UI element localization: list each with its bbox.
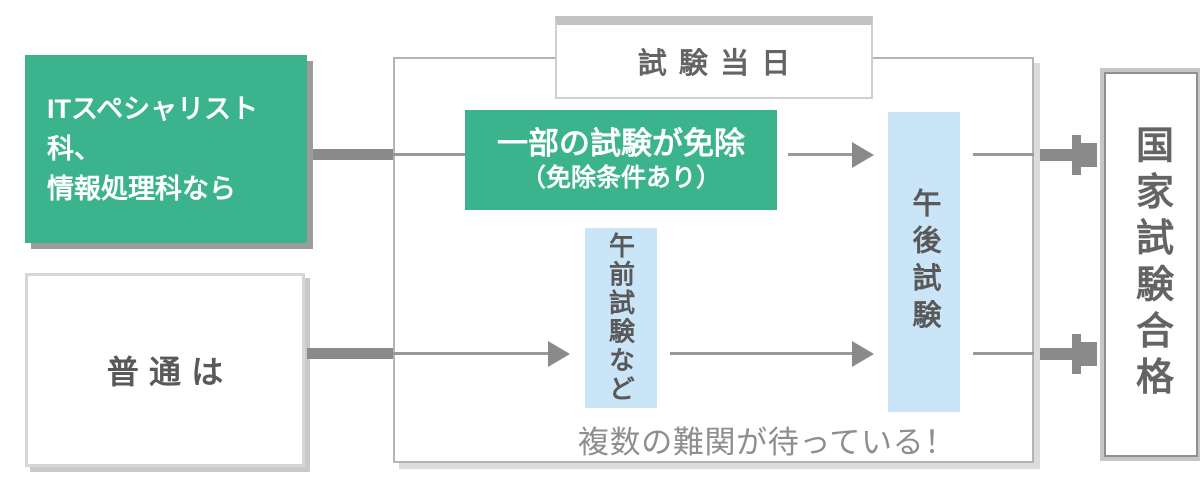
connector-line-top-b (788, 153, 853, 156)
connector-line-top-a (393, 153, 465, 156)
exam-day-title: 試験当日 (637, 48, 803, 80)
exam-day-header: 試験当日 (555, 16, 873, 99)
difficulty-caption: 複数の難関が待っている！ (578, 425, 956, 460)
it-department-line1: ITスペシャリスト科、 (47, 94, 259, 164)
arrowhead-right-icon (548, 341, 570, 367)
connector-thick-top (313, 149, 393, 160)
goal-box: 国家試験合格 (1104, 72, 1198, 457)
it-department-line2: 情報処理科なら (47, 174, 236, 204)
normal-route-box: 普通は (25, 273, 305, 467)
morning-exam-label: 午前試験など (605, 232, 636, 404)
exemption-line1: 一部の試験が免除 (497, 126, 745, 162)
exemption-box: 一部の試験が免除 （免除条件あり） (465, 110, 777, 210)
connector-line-bottom-b (670, 352, 852, 355)
goal-arrow-crossbar (1072, 334, 1081, 374)
connector-line-bottom-a (393, 352, 548, 355)
afternoon-exam-label: 午後試験 (908, 187, 940, 337)
connector-line-bottom-c (973, 352, 1034, 355)
goal-arrow-head (1081, 342, 1097, 366)
goal-arrow-shaft (1040, 348, 1074, 360)
goal-arrow-bottom-icon (1040, 334, 1098, 374)
goal-arrow-shaft (1040, 149, 1074, 161)
arrowhead-right-icon (852, 341, 874, 367)
connector-line-top-c (973, 153, 1034, 156)
normal-route-label: 普通は (106, 354, 234, 390)
goal-arrow-top-icon (1040, 135, 1098, 175)
goal-arrow-crossbar (1072, 135, 1081, 175)
arrowhead-right-icon (852, 142, 874, 168)
exemption-line2: （免除条件あり） (520, 164, 721, 193)
goal-arrow-head (1081, 143, 1097, 167)
connector-thick-bottom (307, 348, 393, 359)
morning-exam-box: 午前試験など (585, 228, 657, 408)
goal-label: 国家試験合格 (1129, 125, 1172, 404)
afternoon-exam-box: 午後試験 (888, 112, 960, 412)
it-department-box: ITスペシャリスト科、 情報処理科なら (25, 55, 307, 243)
